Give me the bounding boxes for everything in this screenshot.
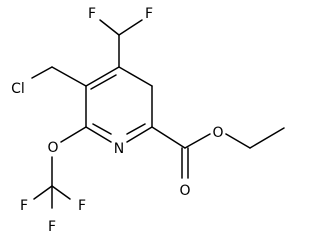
atom-label-cl: Cl (11, 81, 25, 97)
atom-label-f: F (20, 198, 28, 214)
atom-label-f: F (78, 198, 86, 214)
structure-drawing: F F Cl N O O O F F F (11, 6, 285, 235)
bond-ch2-ch3 (249, 127, 285, 149)
bond-ring-n-c2 (126, 126, 153, 143)
atom-label-f: F (88, 6, 96, 22)
bond-ring-n-c2-inner (126, 123, 146, 135)
atom-label-o-ether: O (47, 140, 58, 156)
bond-ch2-cl (31, 66, 53, 79)
bond-ring-c6-n-inner (92, 123, 112, 135)
bond-ring-carbonyl (151, 126, 186, 149)
bond-chf2-f-right (118, 19, 143, 36)
atom-label-f: F (145, 6, 153, 22)
atom-label-f: F (48, 219, 56, 235)
bond-o-ester-ch2 (225, 133, 251, 149)
bond-ring-c4-c5 (85, 66, 120, 87)
bond-cf3-f-right (51, 185, 71, 200)
bond-cf3-f-left (33, 185, 53, 200)
bond-ring-ch2 (51, 66, 87, 87)
bond-ring-o-ether (60, 126, 87, 143)
bond-ring-c6-n (85, 126, 112, 143)
atom-label-o-ester: O (212, 125, 223, 141)
bond-chf2-f-left (99, 19, 120, 36)
atom-label-n: N (114, 141, 124, 157)
bond-ring-c4-c3 (118, 66, 153, 87)
bond-carbonyl-o-ester (184, 133, 211, 149)
atom-label-o-carbonyl: O (179, 183, 190, 199)
bond-ring-c4-c5-inner (90, 74, 117, 90)
